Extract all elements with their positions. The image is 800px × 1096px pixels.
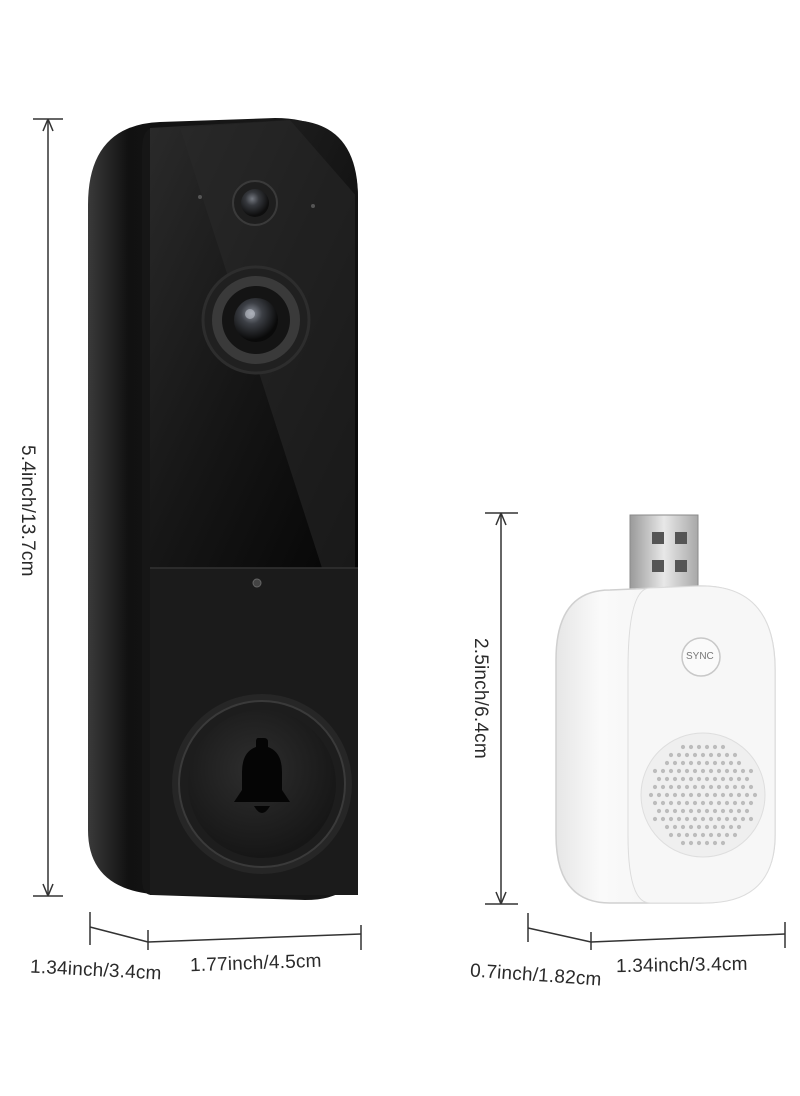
usb-plug-icon [629, 514, 699, 598]
doorbell-width-label: 1.77inch/4.5cm [189, 950, 322, 977]
sync-button-label: SYNC [686, 651, 714, 662]
dimension-lines [33, 118, 786, 950]
speaker-grille [640, 732, 766, 858]
bell-icon [234, 738, 290, 813]
plug-in-chime [555, 514, 776, 904]
doorbell-height-label: 5.4inch/13.7cm [17, 445, 38, 577]
video-doorbell [88, 118, 358, 900]
sync-button [681, 637, 721, 677]
camera-lens-icon [201, 265, 311, 375]
chime-height-label: 2.5inch/6.4cm [470, 638, 491, 759]
microphone-hole-icon [252, 578, 262, 588]
chime-width-label: 1.34inch/3.4cm [615, 953, 748, 978]
speaker-grille-holes [648, 744, 758, 846]
